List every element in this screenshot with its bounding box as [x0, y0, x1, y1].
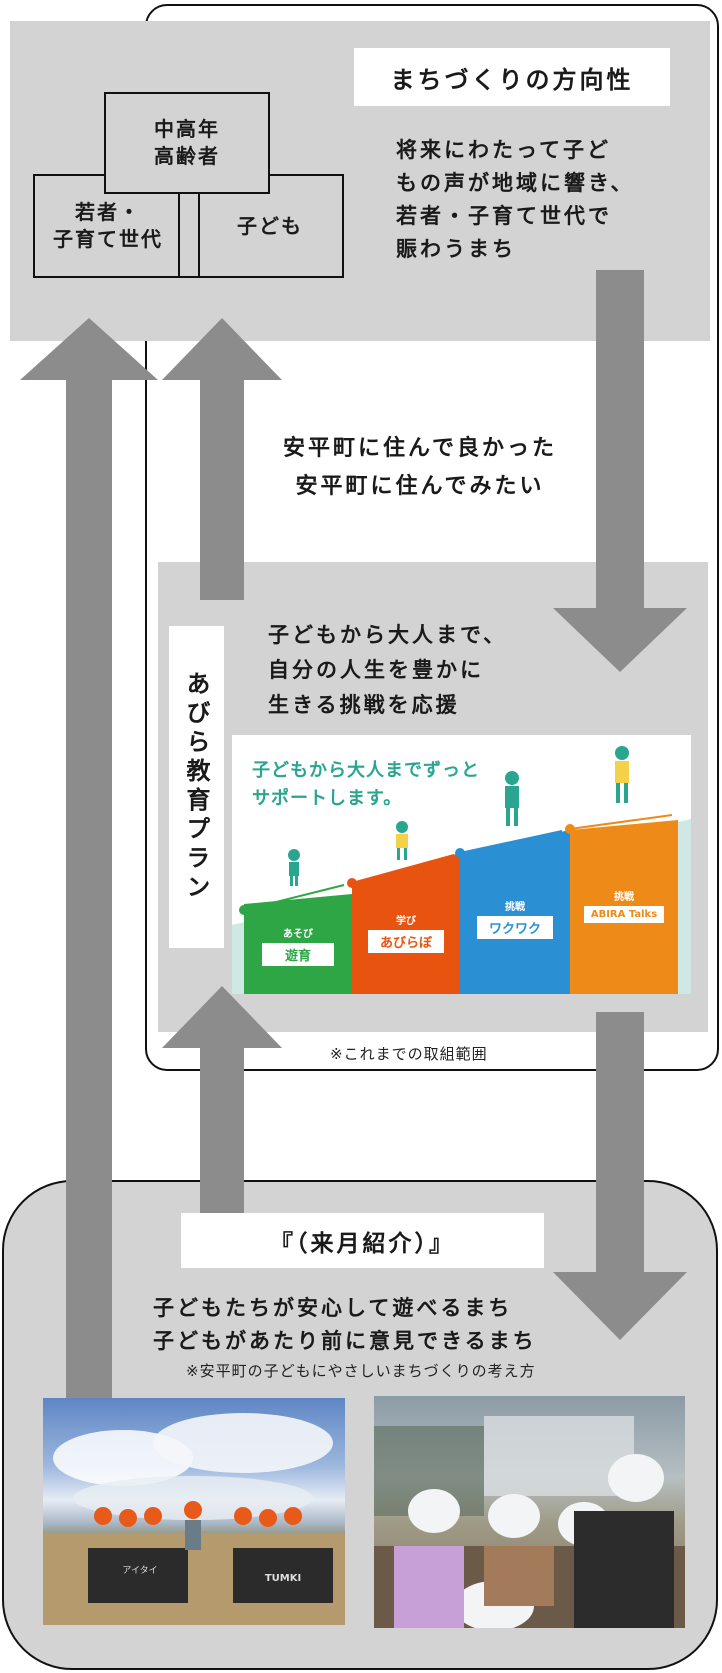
- step-1-label: あそび 遊育: [244, 925, 352, 966]
- photo-children-bench: アイタイ TUMKI: [43, 1398, 345, 1625]
- step-4-small: 挑戦: [614, 892, 634, 903]
- education-plan-label: あびら教育プラン: [169, 626, 224, 948]
- support-graphic-title: 子どもから大人までずっと サポートします。: [252, 757, 480, 813]
- support-title-line: 子どもから大人までずっと: [252, 760, 480, 781]
- bottom-title: 『（来月紹介）』: [181, 1213, 544, 1268]
- child-figure-1: [288, 849, 300, 886]
- bottom-note: ※安平町の子どもにやさしいまちづくりの考え方: [186, 1362, 536, 1380]
- photo1-sign1: アイタイ: [122, 1566, 158, 1576]
- education-line: 子どもから大人まで、: [268, 623, 508, 647]
- step-2-bar: [352, 853, 460, 994]
- support-title-line: サポートします。: [252, 788, 403, 809]
- step-1-name: 遊育: [262, 943, 334, 966]
- step-2-label: 学び あびらぼ: [352, 912, 460, 953]
- child-friendly-line: 子どもたちが安心して遊べるまち: [153, 1296, 513, 1320]
- group-elders-line: 高齢者: [154, 144, 220, 168]
- step-3-label: 挑戦 ワクワク: [460, 898, 570, 939]
- resident-message: 安平町に住んで良かった 安平町に住んでみたい: [260, 430, 580, 506]
- adult-figure: [615, 746, 629, 803]
- long-up-arrow: [20, 318, 158, 1400]
- step-2-name: あびらぼ: [368, 930, 444, 953]
- down-arrow-middle-to-bottom: [553, 1012, 687, 1340]
- initiative-range-note: ※これまでの取組範囲: [330, 1045, 488, 1063]
- step-4-name: ABIRA Talks: [584, 906, 664, 923]
- education-line: 自分の人生を豊かに: [268, 658, 484, 682]
- up-arrow-bottom-to-middle: [162, 986, 282, 1220]
- vision-line: もの声が地域に響き、: [396, 171, 635, 195]
- step-4-label: 挑戦 ABIRA Talks: [570, 888, 678, 923]
- up-arrow-to-top: [162, 318, 282, 600]
- vision-line: 若者・子育て世代で: [396, 204, 612, 228]
- step-1-small: あそび: [283, 929, 313, 940]
- down-arrow-top-to-middle: [553, 270, 687, 672]
- photo1-sign2: TUMKI: [264, 1573, 302, 1584]
- photo1-svg: [43, 1413, 345, 1625]
- resident-message-line: 安平町に住んで良かった: [283, 436, 557, 461]
- photo2-svg: [374, 1416, 685, 1628]
- group-youth-line: 子育て世代: [53, 227, 163, 251]
- vision-line: 将来にわたって子ど: [396, 138, 611, 162]
- education-text: 子どもから大人まで、 自分の人生を豊かに 生きる挑戦を応援: [268, 618, 668, 723]
- vision-text: 将来にわたって子ど もの声が地域に響き、 若者・子育て世代で 賑わうまち: [396, 134, 696, 266]
- group-elders-box: 中高年高齢者: [104, 92, 270, 194]
- upper-frame: [145, 4, 719, 1071]
- education-line: 生きる挑戦を応援: [268, 693, 460, 717]
- step-2-small: 学び: [396, 916, 416, 927]
- photo-children-helmets: [374, 1396, 685, 1628]
- group-children-label: 子ども: [237, 213, 303, 238]
- support-graphic: 子どもから大人までずっと サポートします。 あそび 遊育 学び あびらぼ 挑戦 …: [232, 735, 691, 994]
- group-youth-line: 若者・: [75, 200, 141, 224]
- step-3-bar: [460, 830, 570, 994]
- resident-message-line: 安平町に住んでみたい: [295, 474, 545, 499]
- step-3-small: 挑戦: [505, 902, 525, 913]
- child-friendly-line: 子どもがあたり前に意見できるまち: [153, 1329, 537, 1353]
- vision-line: 賑わうまち: [396, 237, 516, 261]
- step-3-name: ワクワク: [477, 916, 553, 939]
- youth-figure: [505, 771, 519, 826]
- group-elders-line: 中高年: [154, 117, 220, 141]
- top-title: まちづくりの方向性: [354, 48, 670, 106]
- child-friendly-text: 子どもたちが安心して遊べるまち 子どもがあたり前に意見できるまち: [153, 1292, 693, 1358]
- child-figure-2: [396, 821, 408, 860]
- staircase-svg: [232, 746, 691, 994]
